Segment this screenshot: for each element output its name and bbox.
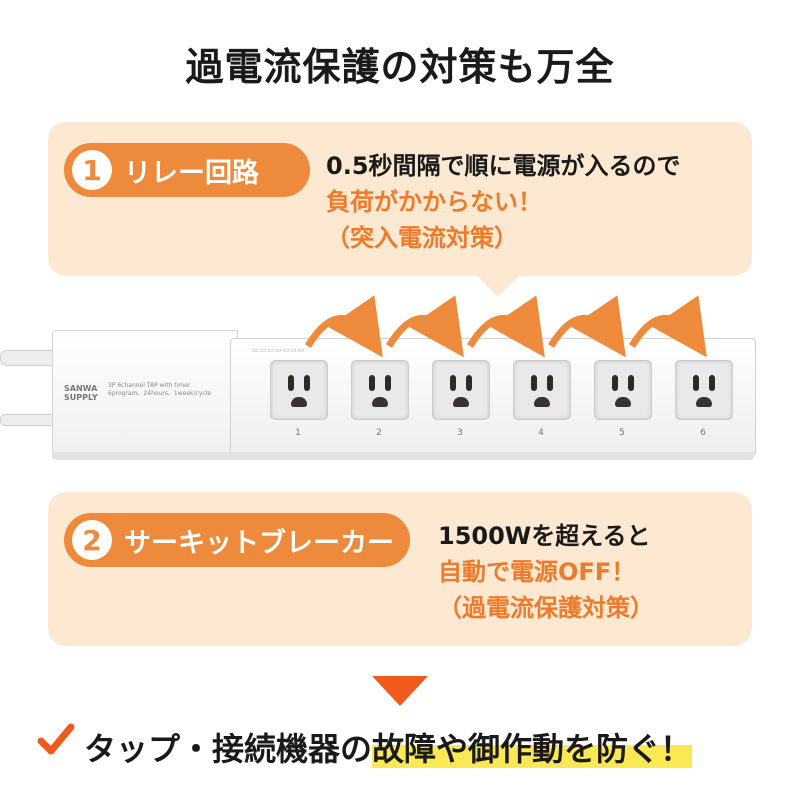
- socket-ground: [453, 397, 469, 407]
- feature-number: 1: [72, 150, 112, 190]
- socket-ground: [696, 397, 712, 407]
- sequence-arrow-icon: [629, 295, 707, 358]
- outlet-socket: [432, 360, 490, 420]
- description-line: 0.5秒間隔で順に電源が入るので: [326, 152, 681, 180]
- socket-slot: [466, 375, 472, 391]
- socket-slot: [628, 375, 634, 391]
- outlet-number: 3: [457, 428, 463, 438]
- sequence-arrow-icon: [386, 295, 464, 358]
- feature-label: サーキットブレーカー: [124, 527, 394, 559]
- outlet-number: 5: [619, 428, 625, 438]
- socket-ground: [291, 397, 307, 407]
- description-line-emphasis: 負荷がかからない！: [326, 188, 542, 216]
- bottom-message: タップ・接続機器の故障や御作動を防ぐ！: [84, 724, 693, 770]
- socket-slot: [531, 375, 537, 391]
- socket-slot: [693, 375, 699, 391]
- socket-slot: [385, 375, 391, 391]
- feature-badge-breaker: 2 サーキットブレーカー: [64, 513, 410, 567]
- socket-slot: [709, 375, 715, 391]
- socket-slot: [369, 375, 375, 391]
- strip-label: ▭▭▭▭▭▭▭: [252, 346, 306, 354]
- page-title: 過電流保護の対策も万全: [185, 45, 615, 89]
- description-line-emphasis: 自動で電源OFF！: [438, 558, 636, 586]
- feature-label: リレー回路: [124, 157, 259, 189]
- outlet-number: 4: [538, 428, 544, 438]
- outlet-number: 1: [295, 428, 301, 438]
- outlet-socket: [594, 360, 652, 420]
- outlet-socket: [513, 360, 571, 420]
- model-text: 3P 6channel TAP with timer 6program、24ho…: [108, 382, 212, 397]
- timer-unit: [52, 330, 238, 456]
- socket-slot: [304, 375, 310, 391]
- socket-ground: [372, 397, 388, 407]
- strip-base: [52, 452, 754, 460]
- sequence-arrow-icon: [305, 295, 383, 358]
- description-line-note: （突入電流対策）: [326, 224, 518, 252]
- down-arrow-icon: [372, 676, 428, 706]
- feature-description-relay: 0.5秒間隔で順に電源が入るので 負荷がかからない！ （突入電流対策）: [326, 148, 681, 256]
- panel-pointer: [476, 275, 520, 297]
- sequence-arrow-icon: [548, 295, 626, 358]
- outlet-number: 2: [376, 428, 382, 438]
- feature-number: 2: [72, 520, 112, 560]
- outlet-socket: [351, 360, 409, 420]
- feature-badge-relay: 1 リレー回路: [64, 143, 310, 197]
- outlet-socket: [270, 360, 328, 420]
- socket-ground: [615, 397, 631, 407]
- outlet-number: 6: [700, 428, 706, 438]
- socket-slot: [450, 375, 456, 391]
- sequence-arrow-icon: [467, 295, 545, 358]
- outlet-socket: [675, 360, 733, 420]
- socket-slot: [612, 375, 618, 391]
- socket-ground: [534, 397, 550, 407]
- brand-logo: SANWA SUPPLY: [64, 384, 98, 402]
- socket-slot: [547, 375, 553, 391]
- bottom-message-highlight: 故障や御作動を防ぐ！: [372, 730, 693, 768]
- check-icon: [37, 723, 75, 755]
- bottom-message-plain: タップ・接続機器の: [84, 730, 373, 768]
- description-line: 1500Wを超えると: [438, 522, 651, 550]
- description-line-note: （過電流保護対策）: [438, 594, 654, 622]
- socket-slot: [288, 375, 294, 391]
- feature-description-breaker: 1500Wを超えると 自動で電源OFF！ （過電流保護対策）: [438, 518, 654, 626]
